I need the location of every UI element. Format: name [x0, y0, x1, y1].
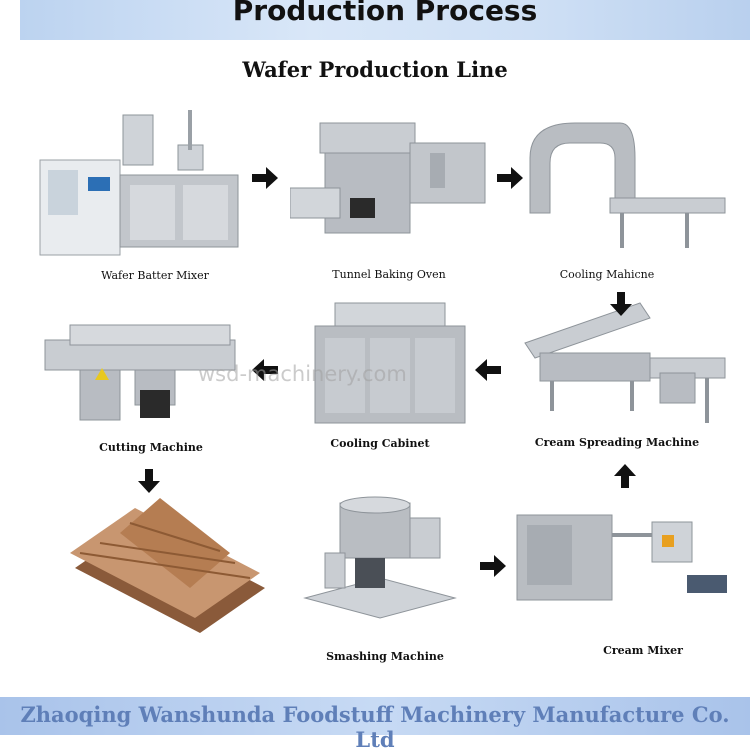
arrow-up-icon	[612, 462, 638, 490]
arrow-down-icon	[136, 467, 162, 495]
footer-banner: Zhaoqing Wanshunda Foodstuff Machinery M…	[0, 697, 750, 735]
cream-mixer-image	[512, 510, 732, 610]
step-label-tunnel-baking-oven: Tunnel Baking Oven	[304, 268, 474, 281]
cooling-machine-image	[525, 118, 730, 253]
arrow-down-icon	[608, 290, 634, 318]
arrow-right-icon	[478, 553, 508, 579]
company-name: Zhaoqing Wanshunda Foodstuff Machinery M…	[0, 702, 750, 752]
step-label-smashing-machine: Smashing Machine	[300, 650, 470, 663]
step-label-cooling-machine: Cooling Mahicne	[522, 268, 692, 281]
page-title: Production Process	[20, 0, 750, 27]
header-banner: Production Process	[20, 0, 750, 40]
step-label-cream-spreading-machine: Cream Spreading Machine	[532, 436, 702, 449]
step-label-cutting-machine: Cutting Machine	[66, 441, 236, 454]
step-label-cooling-cabinet: Cooling Cabinet	[295, 437, 465, 450]
wafer-product-image	[60, 493, 270, 638]
arrow-left-icon	[473, 357, 503, 383]
production-line-title: Wafer Production Line	[0, 57, 750, 82]
arrow-right-icon	[250, 165, 280, 191]
tunnel-baking-oven-image	[290, 118, 490, 248]
arrow-right-icon	[495, 165, 525, 191]
step-label-wafer-batter-mixer: Wafer Batter Mixer	[70, 269, 240, 282]
step-label-cream-mixer: Cream Mixer	[558, 644, 728, 657]
watermark: wsd-machinery.com	[198, 362, 407, 386]
smashing-machine-image	[300, 483, 460, 628]
cream-spreading-machine-image	[520, 298, 730, 433]
wafer-batter-mixer-image	[38, 105, 243, 260]
